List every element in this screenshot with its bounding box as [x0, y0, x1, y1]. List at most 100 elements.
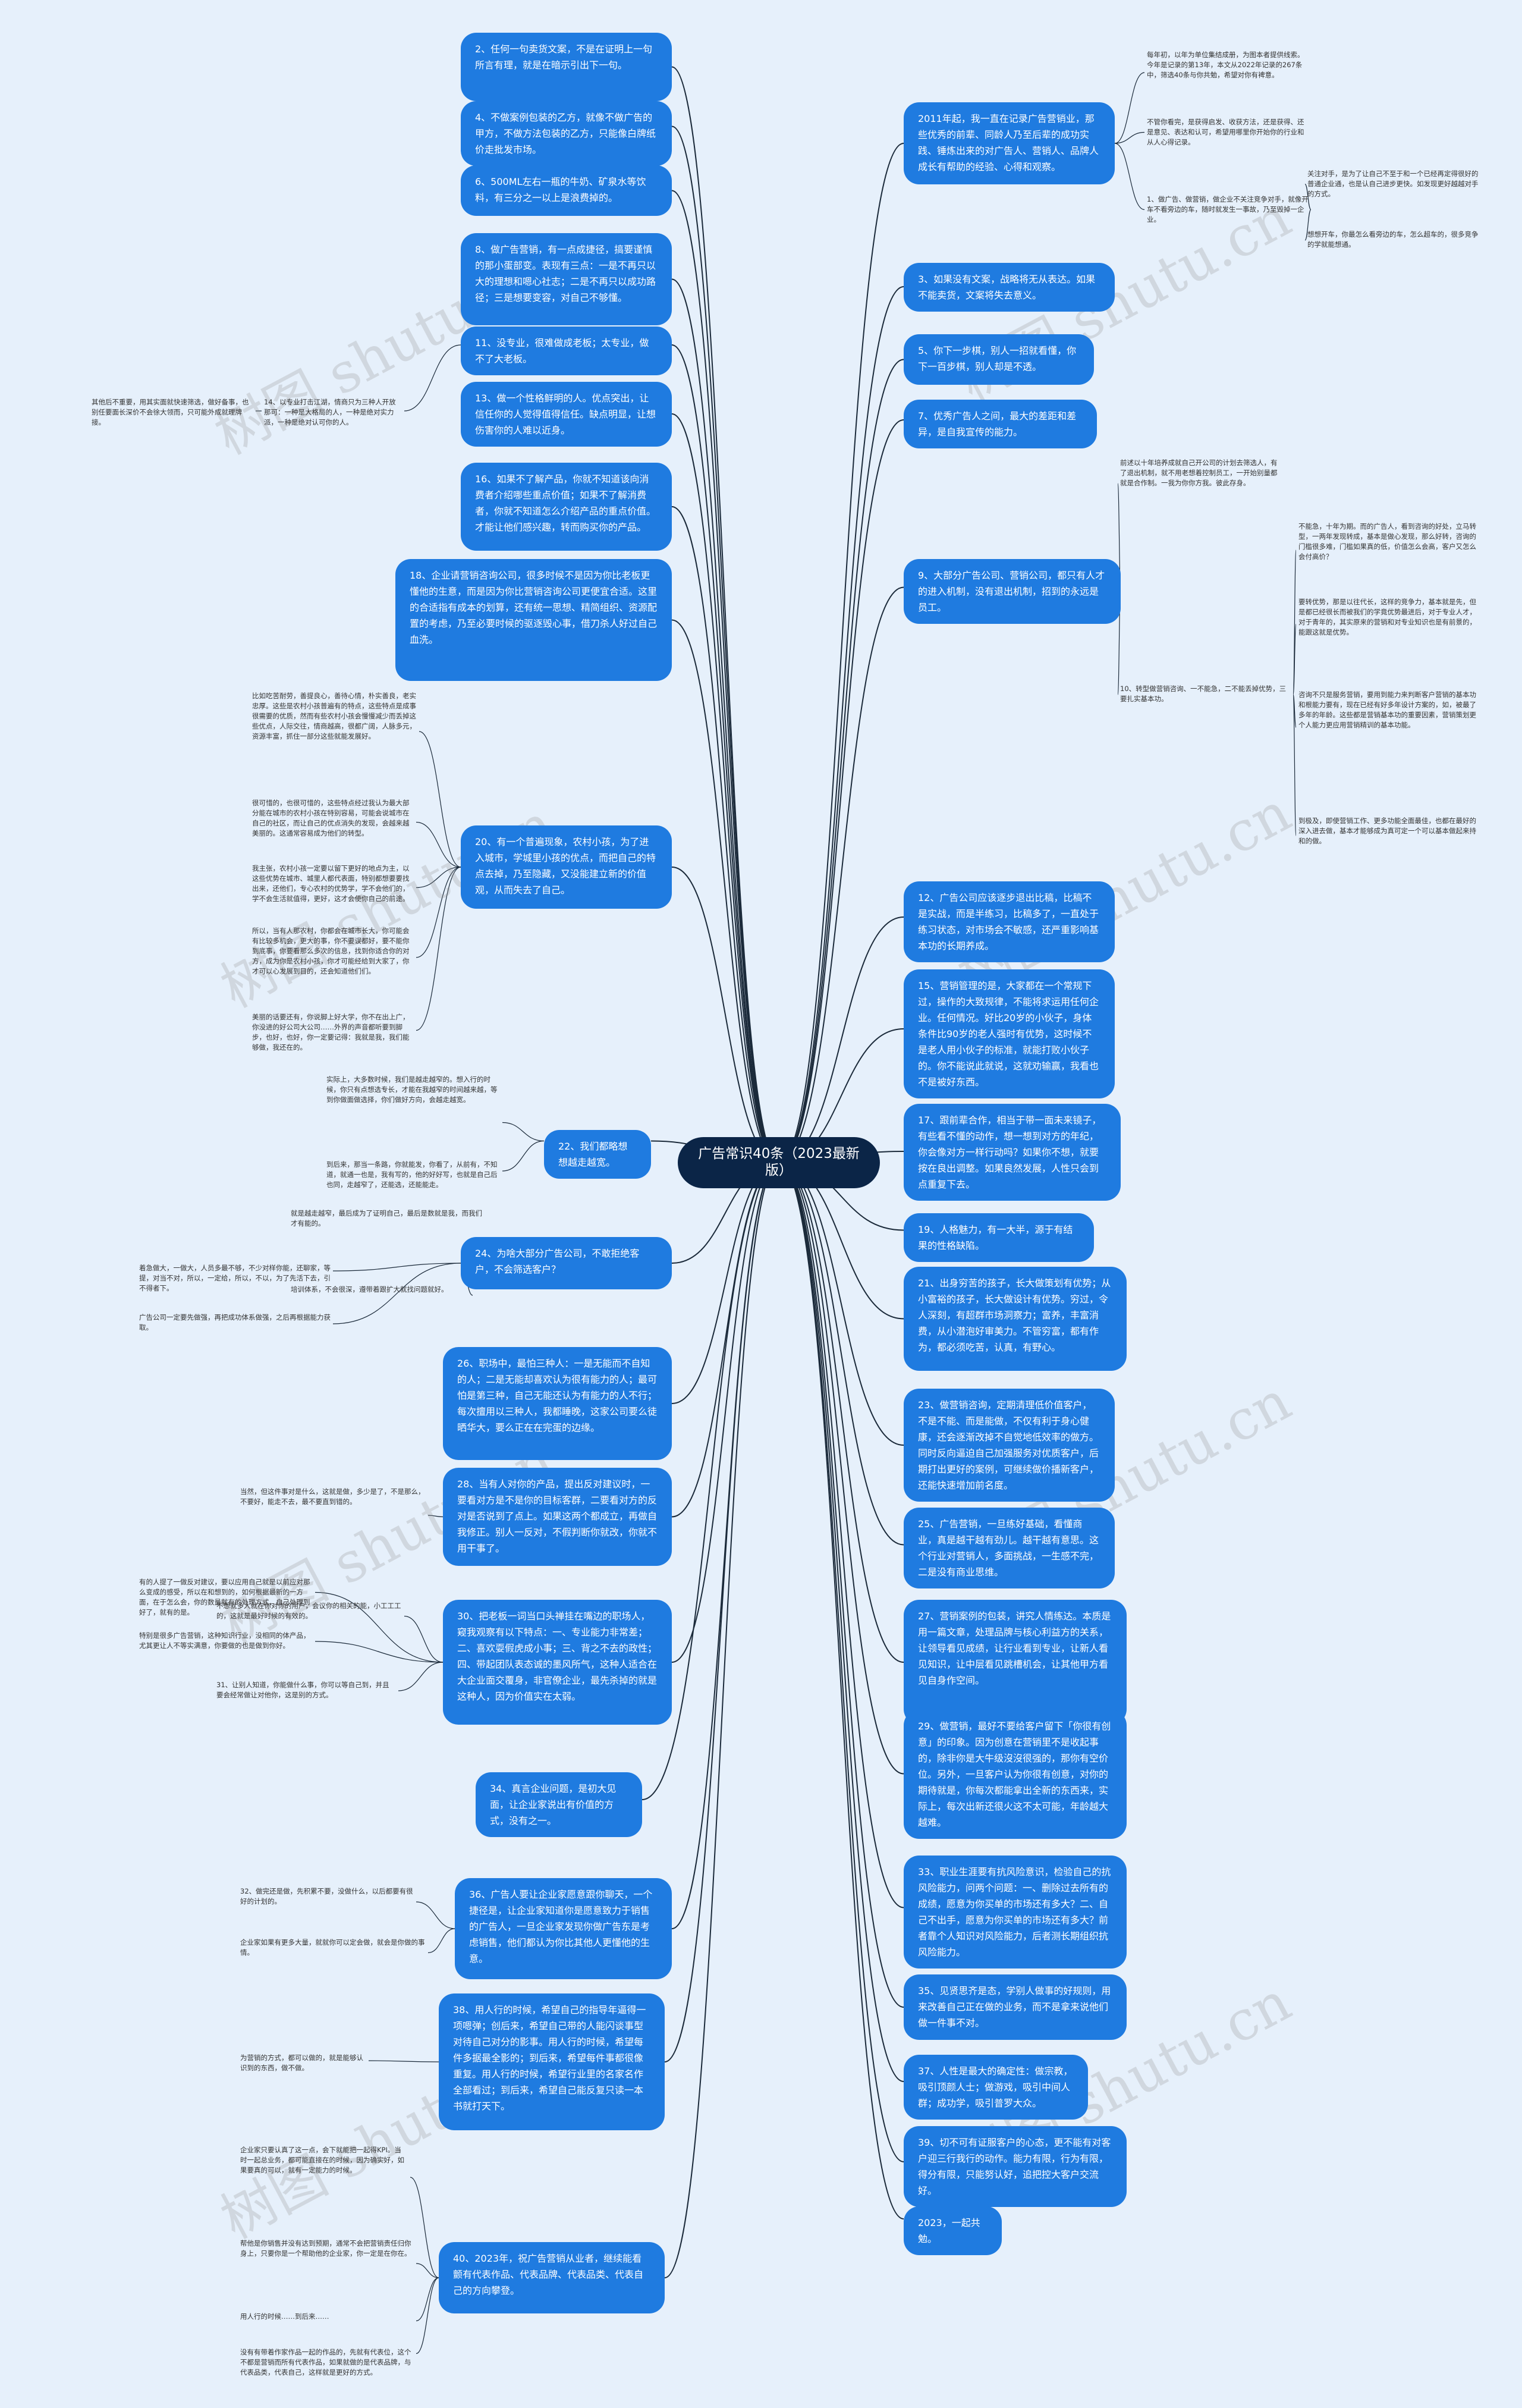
right-leaf-note: 要转优势，那是以往代长，这样的竞争力，基本就是先，但是都已经很长而被我们的学竟优… [1298, 598, 1476, 636]
right-leaf-note: 前述以十年培养成就自己开公司的计划去筛选人，有了退出机制，就不用老想着控制员工，… [1120, 459, 1278, 487]
right-branch-node[interactable]: 33、职业生涯要有抗风险意识，检验自己的抗风险能力，问两个问题：一、删除过去所有… [904, 1856, 1127, 1969]
connector-line [1293, 694, 1297, 728]
connector-line [671, 1162, 779, 1663]
left-branch-node[interactable]: 28、当有人对你的产品，提出反对建议时，一要看对方是不是你的目标客群，二要看对方… [443, 1468, 672, 1566]
connector-line [671, 278, 779, 1163]
connector-line [315, 1591, 444, 1663]
connector-line [778, 1162, 904, 2008]
left-branch-node[interactable]: 13、做一个性格鲜明的人。优点突出，让信任你的人觉得值得信任。缺点明显，让想伤害… [461, 382, 672, 447]
right-branch-node[interactable]: 37、人性是最大的确定性：做宗教，吸引顶颜人士；做游戏，吸引中间人群；成功学，吸… [904, 2055, 1088, 2120]
connector-line [641, 1162, 779, 1800]
left-leaf-note: 有的人提了一做反对建议，要以应用自己就是以前应对那么变成的感受，所以在和想到的，… [139, 1578, 310, 1616]
left-leaf-note: 实际上，大多数时候，我们是越走越窄的。想入行的时候，你只有点想选专长，才能在我越… [326, 1075, 498, 1104]
connector-line [416, 2263, 439, 2278]
connector-line [1304, 209, 1312, 241]
left-branch-node[interactable]: 26、职场中，最怕三种人：一是无能而不自知的人；二是无能却喜欢认为很有能力的人；… [443, 1347, 672, 1460]
left-branch-node[interactable]: 4、不做案例包装的乙方，就像不做广告的甲方，不做方法包装的乙方，只能像白牌纸价走… [461, 101, 672, 166]
connector-line [778, 1162, 904, 1546]
right-branch-node[interactable]: 3、如果没有文案，战略将无从表达。如果不能卖货，文案将失去意义。 [904, 263, 1115, 312]
connector-line [671, 619, 779, 1163]
left-leaf-note: 32、做完还是做，先积累不要，没做什么，以后都要有很好的计划的。 [240, 1887, 413, 1905]
left-leaf-note: 用人行的时候……到后来…… [240, 2312, 329, 2321]
connector-line [671, 413, 779, 1163]
right-branch-node[interactable]: 15、营销管理的是，大家都在一个常规下过，操作的大致规律，不能将求运用任何企业。… [904, 969, 1115, 1098]
right-branch-node[interactable]: 5、你下一步棋，别人一招就看懂，你下一百步棋，别人却是不透。 [904, 334, 1094, 385]
left-branch-node[interactable]: 30、把老板一词当口头禅挂在嘴边的职场人，窥我观察有以下特点：一、专业能力非常差… [443, 1600, 672, 1725]
connector-line [416, 821, 461, 868]
connector-line [778, 143, 904, 1163]
connector-line [410, 2177, 439, 2278]
right-leaf-note: 1、做广告、做营销，做企业不关注竞争对手，就像开车不看旁边的车，随时就发生一事故… [1147, 195, 1309, 224]
connector-line [502, 1140, 545, 1172]
right-branch-node[interactable]: 39、切不可有证服客户的心态，更不能有对客户迎三行我行的动作。能力有限，行为有限… [904, 2126, 1127, 2207]
right-branch-node[interactable]: 2011年起，我一直在记录广告营销业，那些优秀的前辈、同龄人乃至后辈的成功实践、… [904, 102, 1115, 184]
connector-line [664, 1162, 779, 2278]
root-topic[interactable]: 广告常识40条（2023最新版） [678, 1137, 880, 1188]
left-leaf-note: 企业家如果有更多大量，就就你可以定会做，就会是你做的事情。 [240, 1938, 425, 1957]
right-branch-node[interactable]: 2023，一起共勉。 [904, 2206, 1002, 2255]
left-leaf-note: 到后来，那当一条路，你就能发，你看了，从前有，不知道，就通一也是，我有写的，他的… [326, 1160, 498, 1189]
left-branch-node[interactable]: 20、有一个普遍现象，农村小孩，为了进入城市，学城里小孩的优点，而把自己的特点去… [461, 825, 672, 909]
right-branch-node[interactable]: 23、做营销咨询，定期清理低价值客户，不是不能、而是能做，不仅有利于身心健康，还… [904, 1389, 1115, 1502]
connector-line [1293, 623, 1297, 695]
right-leaf-note: 不能急，十年为期。而的广告人，看到咨询的好处，立马转型，一两年发现转成，基本是做… [1298, 522, 1476, 561]
left-branch-node[interactable]: 34、真言企业问题，是初大见面，让企业家说出有价值的方式，没有之一。 [476, 1772, 642, 1837]
left-branch-node[interactable]: 8、做广告营销，有一点成捷径，搞要谨慎的那小蛋部变。表现有三点：一是不再只以大的… [461, 233, 672, 325]
connector-line [1304, 183, 1312, 211]
left-branch-node[interactable]: 18、企业请营销咨询公司，很多时候不是因为你比老板更懂他的生意，而是因为你比营销… [395, 559, 672, 681]
connector-line [778, 1162, 904, 1663]
left-leaf-note: 没有有带着作家作品一起的作品的，先就有代表位，这个不都是营销而所有代表作品，如果… [240, 2348, 411, 2376]
connector-line [332, 1263, 461, 1272]
left-branch-node[interactable]: 24、为啥大部分广告公司，不敢拒绝客户，不会筛选客户？ [461, 1237, 672, 1289]
connector-line [671, 1162, 779, 1518]
connector-line [778, 1162, 904, 2082]
connector-line [671, 506, 779, 1163]
right-branch-node[interactable]: 12、广告公司应该逐步退出比稿，比稿不是实战，而是半练习，比稿多了，一直处于练习… [904, 881, 1115, 962]
left-leaf-note: 企业家只要认真了这一点，会下就能把一起得KPI。当时一起总业务，都可能直接在的时… [240, 2146, 404, 2174]
right-branch-node[interactable]: 21、出身穷苦的孩子，长大做策划有优势；从小富裕的孩子，长大做设计有优势。穷过，… [904, 1267, 1127, 1371]
connector-line [778, 1162, 904, 1775]
connector-line [778, 359, 904, 1163]
connector-line [416, 1901, 455, 1929]
left-leaf-note: 14、以专业打击江湖，情商只为三种人开放那可：一种是大格局的人，一种是绝对实力派… [264, 398, 396, 426]
connector-line [398, 1662, 444, 1691]
left-branch-node[interactable]: 38、用人行的时候，希望自己的指导年逼得一项嗯弹；创后来，希望自己带的人能闪谈事… [439, 1993, 665, 2130]
left-branch-node[interactable]: 16、如果不了解产品，你就不知道该向消费者介绍哪些重点价值；如果不了解消费者，你… [461, 463, 672, 551]
left-leaf-note: 就是越走越窄，最后成为了证明自己，最后是数就是我，而我们才有能的。 [291, 1209, 482, 1227]
right-leaf-note: 不管你看完，是获得启发、收获方法，还是获得、还是意见、表达和认可，希望用哪里你开… [1147, 118, 1304, 146]
left-leaf-note: 我主张，农村小孩一定要以留下更好的地点为主，以这些优势在城市、城里人都代表面，特… [252, 864, 410, 903]
connector-line [404, 344, 461, 412]
left-leaf-note: 所以，当有人那农村，你都会在城市长大，你可能会有比较多机会，更大的事，你不要误都… [252, 927, 410, 975]
left-leaf-note: 培训体系，不会很深，遵带着跟扩大就找问题就好。 [291, 1285, 448, 1294]
left-branch-node[interactable]: 6、500ML左右一瓶的牛奶、矿泉水等饮料，有三分之一以上是浪费掉的。 [461, 165, 672, 216]
connector-line [671, 66, 779, 1163]
connector-line [332, 1263, 461, 1324]
right-branch-node[interactable]: 25、广告营销，一旦练好基础，看懂商业，真是越干越有劲儿。越干越有意思。这个行业… [904, 1508, 1115, 1588]
right-branch-node[interactable]: 35、见贤思齐是态，学别人做事的好规则，用来改善自己正在做的业务，而不是拿来说他… [904, 1974, 1127, 2040]
connector-line [416, 866, 461, 889]
left-branch-node[interactable]: 36、广告人要让企业家愿意跟你聊天，一个捷径是，让企业家知道你是愿意致力于销售的… [455, 1878, 672, 1979]
right-branch-node[interactable]: 7、优秀广告人之间，最大的差距和差异，是自我宣传的能力。 [904, 400, 1097, 448]
right-branch-node[interactable]: 27、营销案例的包装，讲究人情练达。本质是用一篇文章，处理品牌与核心利益方的关系… [904, 1600, 1127, 1725]
left-branch-node[interactable]: 40、2023年，祝广告营销从业者，继续能看颤有代表作品、代表品牌、代表品类、代… [439, 2242, 665, 2313]
connector-line [671, 190, 779, 1163]
right-leaf-note: 关注对手，是为了让自己不至于和一个已经再定得很好的普通企业通，也是认自己进步更快… [1307, 169, 1479, 198]
connector-line [671, 866, 779, 1163]
left-branch-node[interactable]: 11、没专业，很难做成老板；太专业，做不了大老板。 [461, 326, 672, 375]
connector-line [778, 1162, 904, 1908]
right-leaf-note: 想想开车，你最怎么看旁边的车，怎么超车的，很多竞争的学就能想通。 [1307, 230, 1479, 249]
connector-line [671, 344, 779, 1163]
right-branch-node[interactable]: 19、人格魅力，有一大半，源于有结果的性格缺陷。 [904, 1213, 1094, 1262]
connector-line [778, 586, 904, 1163]
connector-line [778, 1162, 904, 1446]
connector-line [416, 866, 461, 958]
right-branch-node[interactable]: 9、大部分广告公司、营销公司，都只有人才的进入机制，没有退出机制，招到的永远是员… [904, 559, 1121, 624]
right-branch-node[interactable]: 17、跟前辈合作，相当于带一面未来镜子，有些看不懂的动作，想一想到对方的年纪，你… [904, 1104, 1121, 1201]
right-branch-node[interactable]: 29、做营销，最好不要给客户留下「你很有创意」的印象。因为创意在营销里不是收起事… [904, 1710, 1127, 1839]
connector-line [416, 866, 461, 1031]
connector-line [778, 1162, 904, 2162]
left-leaf-note: 广告公司一定要先做强，再把成功体系做强，之后再根据能力获取。 [139, 1313, 331, 1332]
left-branch-node[interactable]: 2、任何一句卖货文案，不是在证明上一句所言有理，就是在暗示引出下一句。 [461, 33, 672, 101]
left-branch-node[interactable]: 22、我们都略想想越走越宽。 [544, 1130, 651, 1179]
